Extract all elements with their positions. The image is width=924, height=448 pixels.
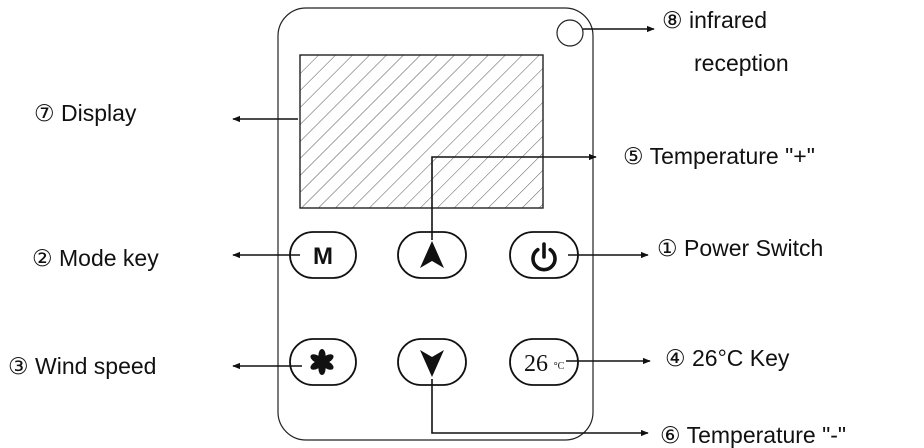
mode-button-label: M bbox=[313, 243, 333, 270]
wind-speed-button[interactable] bbox=[289, 338, 357, 386]
down-arrow-icon bbox=[420, 350, 444, 377]
temp-down-button[interactable] bbox=[397, 338, 467, 386]
label-temperature-plus: ⑤ Temperature "+" bbox=[623, 143, 815, 169]
label-26c-key: ④ 26°C Key bbox=[665, 345, 790, 371]
temp-26-button[interactable]: 26 °C bbox=[509, 338, 579, 386]
temp-plus-leader bbox=[431, 153, 597, 240]
temp-minus-leader bbox=[431, 379, 649, 437]
label-display: ⑦ Display bbox=[34, 100, 137, 126]
label-wind-speed: ③ Wind speed bbox=[8, 353, 156, 379]
infrared-receiver bbox=[556, 19, 584, 47]
temp-26-label: 26 bbox=[524, 351, 548, 377]
mode-button[interactable]: M bbox=[289, 231, 357, 279]
power-button[interactable] bbox=[509, 231, 579, 279]
label-infrared-line2: reception bbox=[694, 50, 789, 76]
fan-icon bbox=[310, 349, 334, 375]
label-power-switch: ① Power Switch bbox=[657, 235, 823, 261]
label-infrared-line1: ⑧ infrared bbox=[662, 7, 767, 33]
label-temperature-minus: ⑥ Temperature "-" bbox=[660, 422, 846, 448]
power-icon bbox=[531, 242, 557, 272]
temp-26-unit: °C bbox=[554, 361, 565, 372]
label-mode-key: ② Mode key bbox=[32, 245, 159, 271]
display-screen bbox=[299, 54, 544, 209]
up-arrow-icon bbox=[420, 241, 444, 268]
